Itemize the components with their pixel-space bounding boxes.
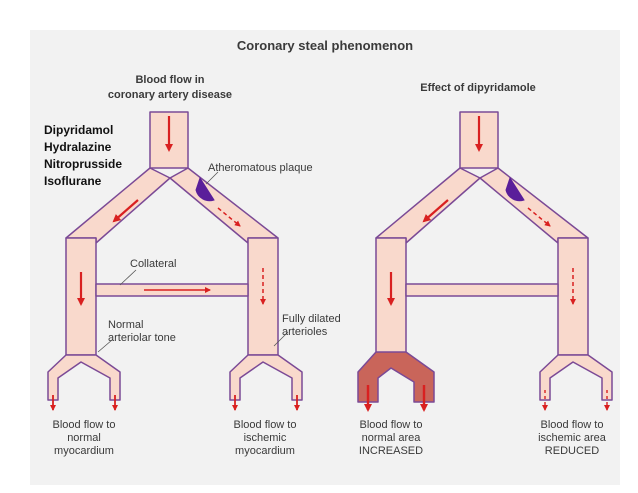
right-bottom-ischemic-line3: REDUCED — [545, 445, 599, 457]
drug-4: Isoflurane — [44, 174, 102, 188]
dilated-label-line1: Fully dilated — [282, 313, 341, 325]
arrow-branch-ischemic-right — [527, 207, 551, 227]
left-heading-line2: coronary artery disease — [108, 89, 232, 101]
right-heading: Effect of dipyridamole — [420, 82, 536, 94]
arrow-branch-normal-left — [112, 199, 139, 223]
right-bottom-normal-line1: Blood flow to — [360, 419, 423, 431]
right-collateral-vessel — [405, 283, 559, 297]
right-bottom-ischemic-line2: ischemic area — [538, 432, 607, 444]
drug-3: Nitroprusside — [44, 157, 122, 171]
atheromatous-plaque-left — [195, 176, 215, 202]
drug-1: Dipyridamol — [44, 123, 113, 137]
left-bottom-ischemic-line3: myocardium — [235, 445, 295, 457]
left-bottom-ischemic-line1: Blood flow to — [234, 419, 297, 431]
leader-normal-tone — [97, 339, 113, 353]
leader-collateral — [119, 269, 137, 286]
left-fork-ischemic — [229, 354, 303, 401]
plaque-label: Atheromatous plaque — [208, 162, 313, 174]
arrow-branch-ischemic-left — [217, 207, 241, 227]
right-bottom-normal-line3: INCREASED — [359, 445, 423, 457]
atheromatous-plaque-right — [505, 176, 525, 202]
dilated-label-line2: arterioles — [282, 326, 328, 338]
left-bottom-normal-line3: myocardium — [54, 445, 114, 457]
left-bottom-ischemic-line2: ischemic — [244, 432, 287, 444]
arrow-branch-normal-right — [422, 199, 449, 223]
diagram-title: Coronary steal phenomenon — [237, 38, 413, 53]
drug-2: Hydralazine — [44, 140, 112, 154]
right-fork-normal-dilated — [357, 351, 435, 403]
left-bottom-normal-line1: Blood flow to — [53, 419, 116, 431]
leader-dilated — [273, 331, 289, 347]
leader-plaque — [205, 171, 219, 185]
left-heading-line1: Blood flow in — [135, 74, 204, 86]
collateral-label: Collateral — [130, 258, 176, 270]
left-fork-normal — [47, 354, 121, 401]
right-bottom-normal-line2: normal area — [362, 432, 422, 444]
right-fork-ischemic — [539, 354, 613, 401]
normal-tone-label-line2: arteriolar tone — [108, 332, 176, 344]
left-bottom-normal-line2: normal — [67, 432, 101, 444]
normal-tone-label-line1: Normal — [108, 319, 143, 331]
right-bottom-ischemic-line1: Blood flow to — [541, 419, 604, 431]
background-panel — [30, 30, 620, 485]
